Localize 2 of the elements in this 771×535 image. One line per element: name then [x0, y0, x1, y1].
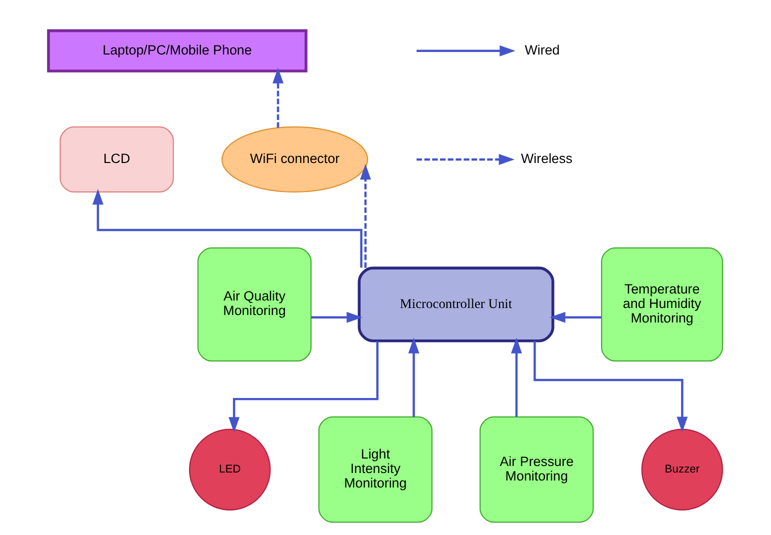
legend-label: Wired	[524, 42, 560, 58]
legend-label: Wireless	[521, 150, 572, 166]
